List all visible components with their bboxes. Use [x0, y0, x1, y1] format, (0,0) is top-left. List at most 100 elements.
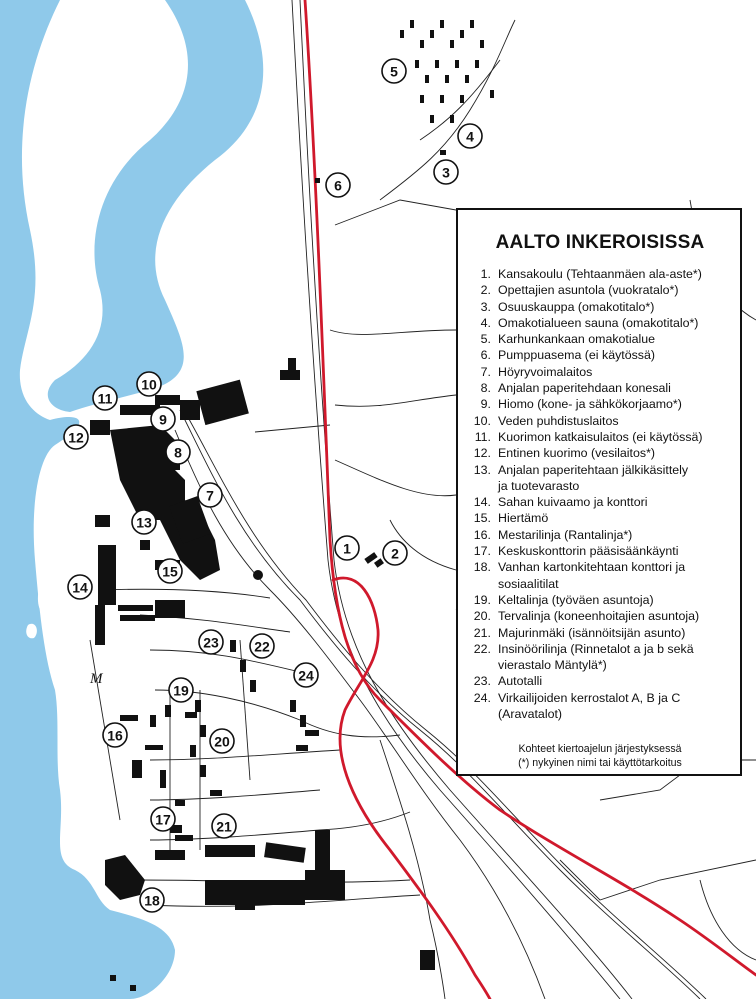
legend-item-text: Mestarilinja (Rantalinja*) — [498, 527, 633, 542]
marker-circle — [136, 371, 162, 397]
legend-item-text: Kansakoulu (Tehtaanmäen ala-aste*) — [498, 267, 702, 281]
marker-label: 23 — [203, 635, 219, 651]
legend-item-text: Opettajien asuntola (vuokratalo*) — [498, 283, 679, 298]
map-marker-18: 18 — [139, 887, 165, 913]
marker-label: 22 — [254, 639, 270, 655]
legend-item: 7.Höyryvoimalaitos — [472, 364, 728, 380]
legend-item: 14.Sahan kuivaamo ja konttori — [472, 494, 728, 510]
legend-box: AALTO INKEROISISSA 1.Kansakoulu (Tehtaan… — [456, 208, 742, 776]
legend-item-number: 8. — [480, 381, 491, 396]
map-marker-15: 15 — [157, 558, 183, 584]
map-marker-6: 6 — [325, 172, 351, 198]
legend-item-number: 2. — [480, 283, 491, 298]
marker-circle — [63, 424, 89, 450]
legend-item-number: 24. — [473, 690, 491, 705]
legend-item-text: Autotalli — [498, 674, 543, 689]
marker-label: 13 — [136, 515, 152, 531]
legend-item-number: 9. — [480, 397, 491, 412]
legend-item-text: Pumppuasema (ei käytössä) — [498, 348, 656, 363]
marker-label: 14 — [72, 580, 88, 596]
map-marker-12: 12 — [63, 424, 89, 450]
buildings — [90, 20, 494, 991]
legend-item-number: 12. — [473, 446, 491, 461]
legend-item-number: 3. — [480, 299, 491, 314]
legend-item: 16. Mestarilinja (Rantalinja*) — [472, 527, 728, 543]
map-marker-16: 16 — [102, 722, 128, 748]
legend-item-text: Entinen kuorimo (vesilaitos*) — [498, 446, 656, 461]
marker-circle — [334, 535, 360, 561]
marker-circle — [150, 806, 176, 832]
legend-item: 6.Pumppuasema (ei käytössä) — [472, 347, 728, 363]
main-road — [303, 0, 756, 999]
legend-item: 2. Opettajien asuntola (vuokratalo*) — [472, 282, 728, 298]
map-marker-17: 17 — [150, 806, 176, 832]
marker-circle — [211, 813, 237, 839]
river — [0, 0, 175, 999]
legend-item-number: 5. — [480, 332, 491, 347]
legend-item-text: Anjalan paperitehtaan jälkikäsittely ja … — [498, 462, 689, 493]
marker-label: 5 — [390, 64, 398, 80]
marker-label: 4 — [466, 129, 474, 145]
island-2 — [26, 623, 37, 639]
legend-item-text: Tervalinja (koneenhoitajien asuntoja) — [498, 609, 700, 624]
legend-item: 4.Omakotialueen sauna (omakotitalo*) — [472, 315, 728, 331]
legend-item-number: 1. — [480, 267, 491, 281]
legend-item-number: 21. — [473, 625, 491, 640]
legend-item: 22.Insinöörilinja (Rinnetalot a ja b sek… — [472, 641, 728, 674]
legend-item-text: Hiertämö — [498, 511, 549, 526]
marker-circle — [382, 540, 408, 566]
legend-item-text: Hiomo (kone- ja sähkökorjaamo*) — [498, 397, 682, 412]
marker-label: 3 — [442, 165, 450, 181]
marker-circle — [293, 662, 319, 688]
legend-item-number: 13. — [473, 462, 491, 477]
marker-label: 21 — [216, 819, 232, 835]
map-marker-24: 24 — [293, 662, 319, 688]
marker-label: 12 — [68, 430, 84, 446]
legend-item-text: Majurinmäki (isännöitsijän asunto) — [498, 625, 686, 640]
island-1 — [37, 584, 54, 615]
marker-circle — [165, 439, 191, 465]
legend-item-text: Vanhan kartonkitehtaan konttori ja sosia… — [498, 560, 686, 591]
legend-item-number: 19. — [473, 592, 491, 607]
marker-label: 6 — [334, 178, 342, 194]
map-marker-14: 14 — [67, 574, 93, 600]
legend-item: 12. Entinen kuorimo (vesilaitos*) — [472, 445, 728, 461]
legend-item: 23.Autotalli — [472, 673, 728, 689]
marker-label: 10 — [141, 377, 157, 393]
legend-item: 24. Virkailijoiden kerrostalot A, B ja C … — [472, 690, 728, 723]
marker-circle — [168, 677, 194, 703]
legend-item-number: 16. — [473, 527, 491, 542]
map-marker-23: 23 — [198, 629, 224, 655]
marker-label: 7 — [206, 488, 214, 504]
marker-circle — [198, 629, 224, 655]
legend-item-number: 17. — [473, 544, 491, 559]
legend-item: 13. Anjalan paperitehtaan jälkikäsittely … — [472, 462, 728, 495]
marker-circle — [249, 633, 275, 659]
map-marker-8: 8 — [165, 439, 191, 465]
legend-item: 19.Keltalinja (työväen asuntoja) — [472, 592, 728, 608]
legend-item-number: 11. — [474, 429, 491, 444]
legend-item: 20.Tervalinja (koneenhoitajien asuntoja) — [472, 608, 728, 624]
map-marker-22: 22 — [249, 633, 275, 659]
legend-item: 10.Veden puhdistuslaitos — [472, 413, 728, 429]
legend-item-text: Höyryvoimalaitos — [498, 364, 593, 379]
legend-item: 18. Vanhan kartonkitehtaan konttori ja so… — [472, 559, 728, 592]
marker-circle — [92, 385, 118, 411]
legend-list: 1. Kansakoulu (Tehtaanmäen ala-aste*) 2. Op… — [472, 266, 728, 722]
marker-circle — [157, 558, 183, 584]
marker-circle — [150, 406, 176, 432]
marker-circle — [139, 887, 165, 913]
legend-item: 17.Keskuskonttorin pääsisäänkäynti — [472, 543, 728, 559]
legend-item-text: Veden puhdistuslaitos — [498, 413, 619, 428]
marker-circle — [67, 574, 93, 600]
legend-item-text: Virkailijoiden kerrostalot A, B ja C (Ar… — [498, 690, 681, 722]
marker-label: 19 — [173, 683, 189, 699]
legend-item-number: 15. — [473, 511, 491, 526]
map-marker-5: 5 — [381, 58, 407, 84]
marker-circle — [457, 123, 483, 149]
legend-item-text: Insinöörilinja (Rinnetalot a ja b sekä v… — [498, 641, 694, 673]
legend-item-number: 18. — [473, 560, 491, 575]
marker-label: 18 — [144, 893, 160, 909]
legend-item: 8.Anjalan paperitehdaan konesali — [472, 380, 728, 396]
